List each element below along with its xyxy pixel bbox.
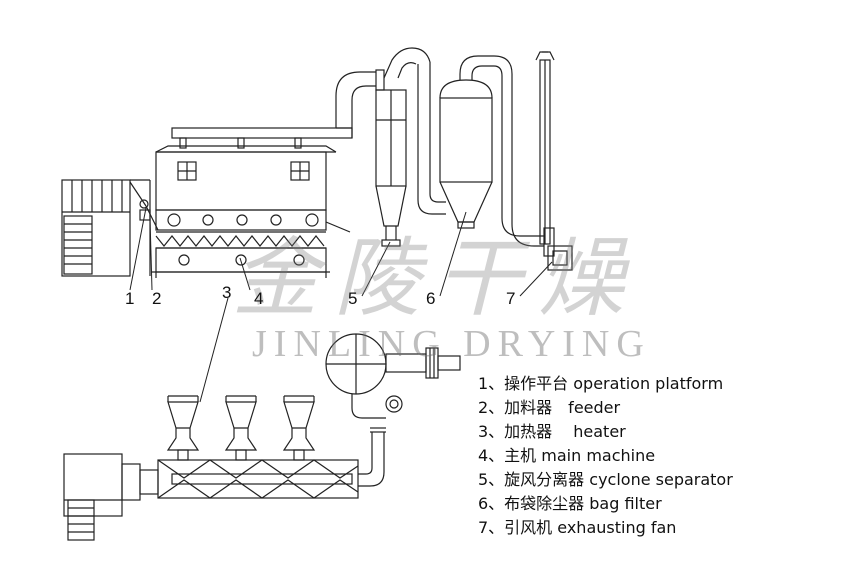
legend-item-exhausting-fan: 7、引风机 exhausting fan <box>478 518 677 537</box>
operation-platform <box>61 179 159 277</box>
callout-4: 4 <box>254 289 264 308</box>
callout-6: 6 <box>426 289 436 308</box>
legend-item-cyclone-separator: 5、旋风分离器 cyclone separator <box>478 470 733 489</box>
watermark-chinese: 金陵干燥 <box>232 229 640 329</box>
legend-item-operation-platform: 1、操作平台 operation platform <box>478 374 724 393</box>
heater-train <box>63 333 461 541</box>
callout-7: 7 <box>506 289 516 308</box>
exhaust-duct <box>335 69 385 138</box>
legend-item-main-machine: 4、主机 main machine <box>478 446 656 465</box>
top-callout-leaders <box>129 207 553 403</box>
callout-3: 3 <box>222 283 232 302</box>
fan-inlet-duct <box>501 217 544 247</box>
watermark-english: JINLING DRYING <box>252 323 651 365</box>
feeder <box>139 199 151 221</box>
callout-1: 1 <box>125 289 135 308</box>
legend-item-bag-filter: 6、布袋除尘器 bag filter <box>478 494 662 513</box>
legend: 1、操作平台 operation platform 2、加料器 feeder 3… <box>478 372 733 540</box>
callout-2: 2 <box>152 289 162 308</box>
cyclone-outlet-duct <box>417 62 446 215</box>
legend-item-feeder: 2、加料器 feeder <box>478 398 621 417</box>
callout-5: 5 <box>348 289 358 308</box>
legend-item-heater: 3、加热器 heater <box>478 422 626 441</box>
bag-filter <box>439 55 513 229</box>
cyclone-separator <box>375 47 431 247</box>
exhausting-fan <box>535 51 573 271</box>
